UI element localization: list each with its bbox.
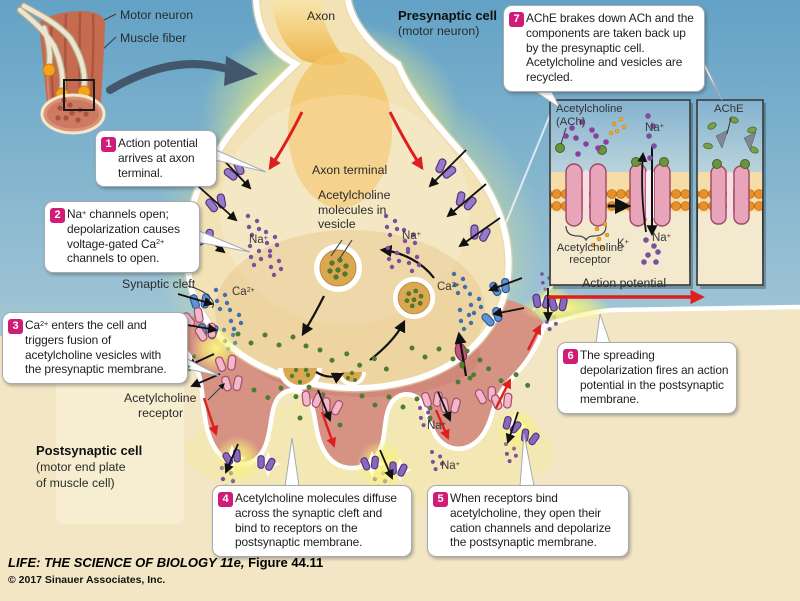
na-ion-label: Na+	[402, 229, 421, 242]
callout-1: 1 Action potential arrives at axon termi…	[95, 130, 217, 188]
vesicle-label-l1: Acetylcholine	[318, 188, 391, 202]
na-ion-label: Na+	[249, 233, 268, 246]
inset-ach-label-l1: Acetylcholine	[556, 103, 623, 115]
callout-5-badge: 5	[433, 492, 448, 507]
callout-3-badge: 3	[8, 319, 23, 334]
postsynaptic-cell-sub1: (motor end plate	[36, 460, 126, 474]
vesicle-label-l2: molecules in	[318, 202, 387, 217]
callout-3: 3 Ca2+ enters the cell and triggers fusi…	[2, 312, 188, 384]
action-potential-label: Action potential	[582, 276, 667, 290]
callout-7: 7 AChE brakes down ACh and the component…	[503, 5, 705, 92]
axon-terminal-label: Axon terminal	[312, 163, 388, 177]
na-ion-label: Na+	[427, 419, 446, 432]
axon-label: Axon	[307, 9, 336, 23]
action-potential-arrows	[167, 111, 705, 448]
na-ion-label: Na+	[652, 231, 671, 244]
ach-dots-cleft	[184, 331, 533, 428]
figure-credit-number: Figure 44.11	[244, 555, 324, 570]
zoom-arrow	[106, 60, 234, 94]
callout-2-text: Na+ channels open; depolarization causes…	[67, 207, 180, 266]
ach-receptor-label-l2: receptor	[138, 405, 184, 420]
inset-ach-label-l2: (ACh)	[556, 116, 586, 128]
figure-credit-title: LIFE: THE SCIENCE OF BIOLOGY 11e,	[8, 555, 245, 570]
callout-5: 5 When receptors bind acetylcholine, the…	[427, 485, 629, 557]
figure-credit: LIFE: THE SCIENCE OF BIOLOGY 11e, Figure…	[8, 555, 323, 570]
callout-1-badge: 1	[101, 137, 116, 152]
callout-1-text: Action potential arrives at axon termina…	[118, 136, 198, 180]
callout-7-badge: 7	[509, 12, 524, 27]
callout-2: 2 Na+ channels open; depolarization caus…	[44, 201, 200, 273]
callout-6-badge: 6	[563, 349, 578, 364]
zoom-selection-box	[63, 79, 95, 111]
k-ion-label: K+	[617, 237, 629, 250]
inset-receptor-label: Acetylcholine receptor	[550, 242, 630, 266]
receptor-inset-panels	[549, 99, 766, 289]
na-ion-label: Na+	[441, 459, 460, 472]
callout-5-text: When receptors bind acetylcholine, they …	[450, 491, 611, 550]
callout-4: 4 Acetylcholine molecules diffuse across…	[212, 485, 412, 557]
callout-4-badge: 4	[218, 492, 233, 507]
vesicle-label-l3: vesicle	[318, 217, 356, 231]
callout-6: 6 The spreading depolarization fires an …	[557, 342, 737, 414]
copyright-line: © 2017 Sinauer Associates, Inc.	[8, 574, 166, 586]
callout-2-badge: 2	[50, 208, 65, 223]
callout-4-text: Acetylcholine molecules diffuse across t…	[235, 491, 397, 550]
ca-ion-label: Ca2+	[437, 280, 460, 293]
callout-3-text: Ca2+ enters the cell and triggers fusion…	[25, 318, 167, 377]
callout-6-text: The spreading depolarization fires an ac…	[580, 348, 729, 407]
postsynaptic-cell-sub2: of muscle cell)	[36, 476, 115, 490]
muscle-fiber-inset	[16, 2, 258, 135]
motor-neuron-label: Motor neuron	[120, 8, 194, 22]
presynaptic-cell-sub: (motor neuron)	[398, 24, 480, 38]
inset-receptor-label-l1: Acetylcholine	[556, 242, 624, 254]
na-ion-label: Na+	[645, 121, 664, 134]
synaptic-vesicles	[278, 243, 468, 390]
callout-7-text: AChE brakes down ACh and the components …	[526, 11, 694, 84]
presynaptic-cell-title: Presynaptic cell	[398, 8, 497, 23]
ach-receptor-label-l1: Acetylcholine	[124, 391, 197, 405]
muscle-fiber-label: Muscle fiber	[120, 31, 187, 45]
synaptic-cleft-label: Synaptic cleft	[122, 277, 196, 291]
ach-receptor-label: Acetylcholine receptor	[124, 391, 196, 420]
postsynaptic-cell-title: Postsynaptic cell	[36, 443, 143, 458]
inset-receptor-label-l2: receptor	[569, 254, 611, 266]
ca-ion-label: Ca2+	[232, 285, 255, 298]
inset-ache-label: AChE	[714, 103, 744, 115]
vesicle-label: Acetylcholine molecules in vesicle	[318, 188, 418, 232]
